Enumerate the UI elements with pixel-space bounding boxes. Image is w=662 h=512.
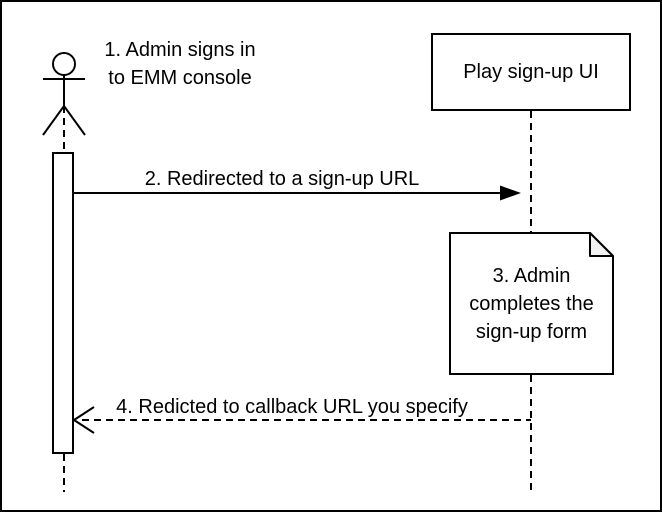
actor-right-leg [63,105,86,136]
note-shape [449,232,614,375]
message2-arrowhead [500,185,521,201]
message2-label: 2. Redirected to a sign-up URL [144,168,420,190]
message1-label: 1. Admin signs in to EMM console [104,39,256,89]
actor-left-leg [42,105,65,136]
admin-activation-bar [52,152,74,454]
actor-head [52,52,76,76]
note-body [449,232,614,375]
message4-arrowhead [72,406,95,434]
message4-arrow [72,406,531,434]
note-fold-corner-icon [589,232,614,257]
participant-play-ui: Play sign-up UI [431,33,631,111]
message4-label: 4. Redicted to callback URL you specify [116,396,468,418]
participant-play-ui-label: Play sign-up UI [463,60,599,83]
note-label: 3. Admin completes the sign-up form [469,264,594,343]
message2-arrow [73,185,521,201]
actor-icon [42,52,86,136]
